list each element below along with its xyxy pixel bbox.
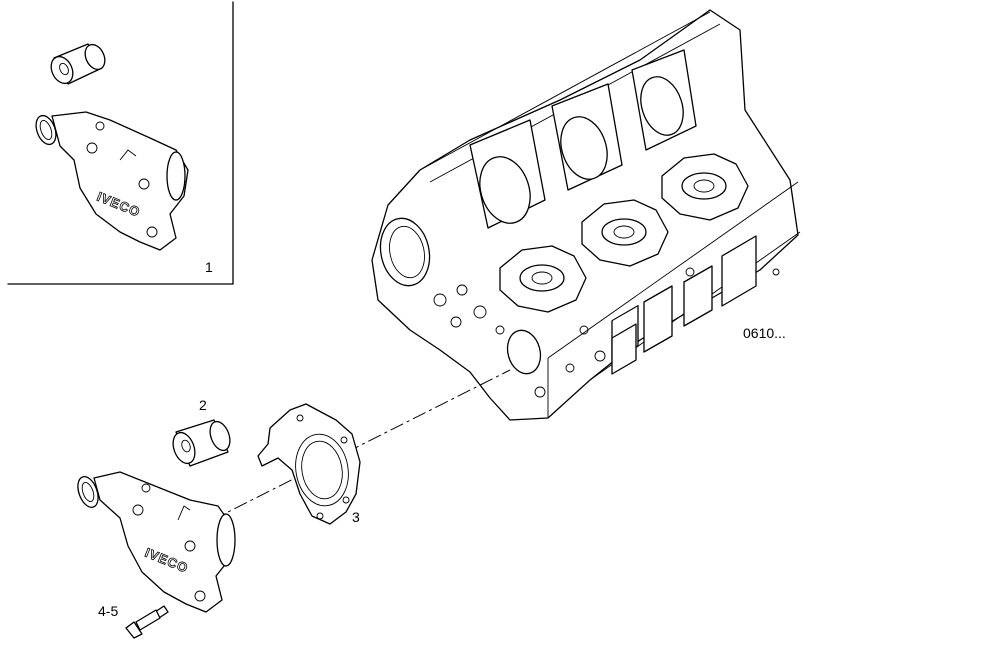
cam-tower-3 (631, 49, 697, 151)
callout-4-5: 4-5 (98, 603, 118, 619)
cam-tower-1 (469, 119, 546, 229)
callout-3: 3 (352, 509, 360, 525)
cylinder-head (371, 9, 801, 421)
thermostat-housing: IVECO (77, 471, 236, 613)
injector-boss-1 (499, 245, 587, 313)
assembly-axis (211, 369, 511, 521)
bolt (125, 605, 169, 639)
thermostat-insert (172, 419, 231, 467)
callout-2: 2 (199, 397, 207, 413)
drawing-code: 0610... (743, 325, 786, 341)
injector-boss-2 (581, 199, 669, 267)
injector-boss-3 (661, 153, 749, 221)
callout-1: 1 (205, 259, 213, 275)
inset-thermostat-insert (50, 43, 106, 85)
inset-thermostat-housing: IVECO (35, 111, 189, 251)
cam-tower-2 (551, 83, 623, 191)
gasket (257, 403, 361, 525)
inset-frame (7, 1, 234, 285)
